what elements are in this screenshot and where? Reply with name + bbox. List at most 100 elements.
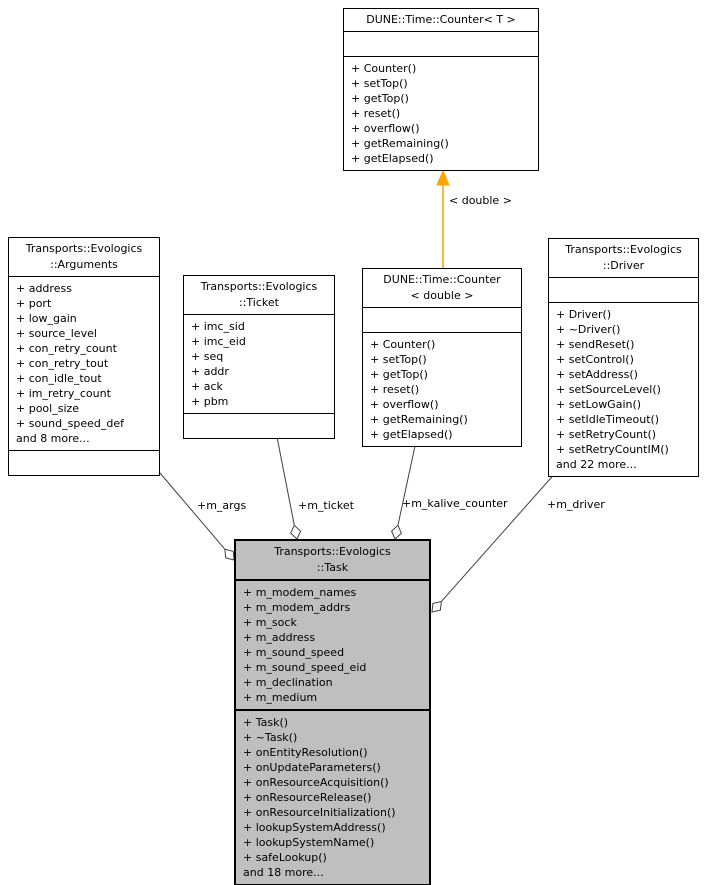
method-row: + setControl() <box>556 353 634 366</box>
task-methods-section: + Task() + ~Task() + onEntityResolution() +… <box>236 709 429 884</box>
attribute-row: + im_retry_count <box>16 387 111 400</box>
method-row: + getTop() <box>370 368 428 381</box>
attribute-row: + m_modem_names <box>243 586 357 599</box>
class-title-line: < double > <box>410 289 474 302</box>
method-row: + getRemaining() <box>351 137 449 150</box>
counter_t-methods-section: + Counter() + setTop() + getTop() + reset()… <box>344 56 538 170</box>
attribute-row: + address <box>16 282 72 295</box>
arguments-methods-section <box>9 450 159 475</box>
method-row: + getRemaining() <box>370 413 468 426</box>
attribute-row: + port <box>16 297 52 310</box>
method-row: + onResourceInitialization() <box>243 806 396 819</box>
aggregation-edge-m_ticket <box>276 436 302 540</box>
method-row: + reset() <box>370 383 420 396</box>
attribute-row: + imc_eid <box>191 335 246 348</box>
attribute-row: + sound_speed_def <box>16 417 124 430</box>
attribute-row: + con_retry_count <box>16 342 117 355</box>
edge-label-template: < double > <box>449 194 512 207</box>
method-row: + Counter() <box>370 338 436 351</box>
arguments-attributes-section: + address + port + low_gain + source_level +… <box>9 276 159 450</box>
method-row: + overflow() <box>370 398 439 411</box>
class-title-driver: Transports::Evologics::Driver <box>549 239 698 277</box>
method-row: + setRetryCount() <box>556 428 657 441</box>
method-row: + lookupSystemAddress() <box>243 821 386 834</box>
attribute-row: and 8 more... <box>16 432 90 445</box>
driver-methods-section: + Driver() + ~Driver() + sendReset() + setC… <box>549 302 698 476</box>
method-row: and 18 more... <box>243 866 324 879</box>
method-row: + setTop() <box>370 353 427 366</box>
method-row: + setTop() <box>351 77 408 90</box>
attribute-row: + m_sock <box>243 616 297 629</box>
counter_t-attributes-section <box>344 31 538 56</box>
task-attributes-section: + m_modem_names + m_modem_addrs + m_sock + … <box>236 579 429 709</box>
template-instantiation-edge-template <box>436 169 450 270</box>
method-row: + ~Driver() <box>556 323 621 336</box>
class-title-line: DUNE::Time::Counter< T > <box>366 13 516 26</box>
class-title-counter_double: DUNE::Time::Counter< double > <box>363 269 521 307</box>
class-title-counter_t: DUNE::Time::Counter< T > <box>344 9 538 31</box>
attribute-row: + low_gain <box>16 312 77 325</box>
class-title-line: ::Task <box>316 561 349 574</box>
counter_double-attributes-section <box>363 307 521 332</box>
class-box-driver[interactable]: Transports::Evologics::Driver+ Driver()+… <box>548 238 699 477</box>
method-row: + ~Task() <box>243 731 298 744</box>
method-row: + safeLookup() <box>243 851 327 864</box>
driver-attributes-section <box>549 277 698 302</box>
method-row: + onEntityResolution() <box>243 746 368 759</box>
attribute-row: + m_declination <box>243 676 333 689</box>
attribute-row: + m_modem_addrs <box>243 601 351 614</box>
attribute-row: + addr <box>191 365 229 378</box>
aggregation-edge-m_kalive_counter <box>391 445 416 540</box>
method-row: + setAddress() <box>556 368 638 381</box>
method-row: + Counter() <box>351 62 417 75</box>
method-row: + onResourceAcquisition() <box>243 776 389 789</box>
class-box-counter_t[interactable]: DUNE::Time::Counter< T >+ Counter()+ set… <box>343 8 539 171</box>
class-box-arguments[interactable]: Transports::Evologics::Arguments+ addres… <box>8 237 160 476</box>
attribute-row: + seq <box>191 350 224 363</box>
class-title-line: ::Arguments <box>50 258 118 271</box>
method-row: + Driver() <box>556 308 612 321</box>
method-row: + setIdleTimeout() <box>556 413 660 426</box>
attribute-row: + m_sound_speed_eid <box>243 661 367 674</box>
ticket-methods-section <box>184 413 334 438</box>
edge-label-m_args: +m_args <box>197 499 247 512</box>
attribute-row: + imc_sid <box>191 320 245 333</box>
method-row: + lookupSystemName() <box>243 836 375 849</box>
class-title-task: Transports::Evologics::Task <box>236 541 429 579</box>
method-row: + setRetryCountIM() <box>556 443 669 456</box>
attribute-row: + m_medium <box>243 691 318 704</box>
method-row: + overflow() <box>351 122 420 135</box>
attribute-row: + con_retry_tout <box>16 357 109 370</box>
method-row: + setLowGain() <box>556 398 642 411</box>
method-row: + sendReset() <box>556 338 635 351</box>
method-row: + setSourceLevel() <box>556 383 661 396</box>
class-box-ticket[interactable]: Transports::Evologics::Ticket+ imc_sid+ … <box>183 275 335 439</box>
aggregation-edge-m_args <box>159 472 235 561</box>
class-title-ticket: Transports::Evologics::Ticket <box>184 276 334 314</box>
attribute-row: + source_level <box>16 327 97 340</box>
attribute-row: + pbm <box>191 395 229 408</box>
class-title-arguments: Transports::Evologics::Arguments <box>9 238 159 276</box>
method-row: + getElapsed() <box>370 428 453 441</box>
ticket-attributes-section: + imc_sid+ imc_eid+ seq+ addr+ ack+ pbm <box>184 314 334 413</box>
method-row: + onResourceRelease() <box>243 791 372 804</box>
attribute-row: + pool_size <box>16 402 80 415</box>
class-box-counter_double[interactable]: DUNE::Time::Counter< double >+ Counter()… <box>362 268 522 447</box>
attribute-row: + con_idle_tout <box>16 372 102 385</box>
method-row: + Task() <box>243 716 289 729</box>
method-row: + reset() <box>351 107 401 120</box>
class-title-line: DUNE::Time::Counter <box>383 273 501 286</box>
class-box-task[interactable]: Transports::Evologics::Task+ m_modem_nam… <box>234 539 431 885</box>
method-row: + getTop() <box>351 92 409 105</box>
method-row: + getElapsed() <box>351 152 434 165</box>
edge-label-m_kalive_counter: +m_kalive_counter <box>402 497 508 510</box>
attribute-row: + m_address <box>243 631 316 644</box>
class-title-line: Transports::Evologics <box>200 280 318 293</box>
method-row: + onUpdateParameters() <box>243 761 381 774</box>
edge-label-m_driver: +m_driver <box>547 498 605 511</box>
aggregation-edge-m_driver <box>431 469 559 613</box>
class-title-line: Transports::Evologics <box>274 545 391 558</box>
class-title-line: Transports::Evologics <box>25 242 143 255</box>
